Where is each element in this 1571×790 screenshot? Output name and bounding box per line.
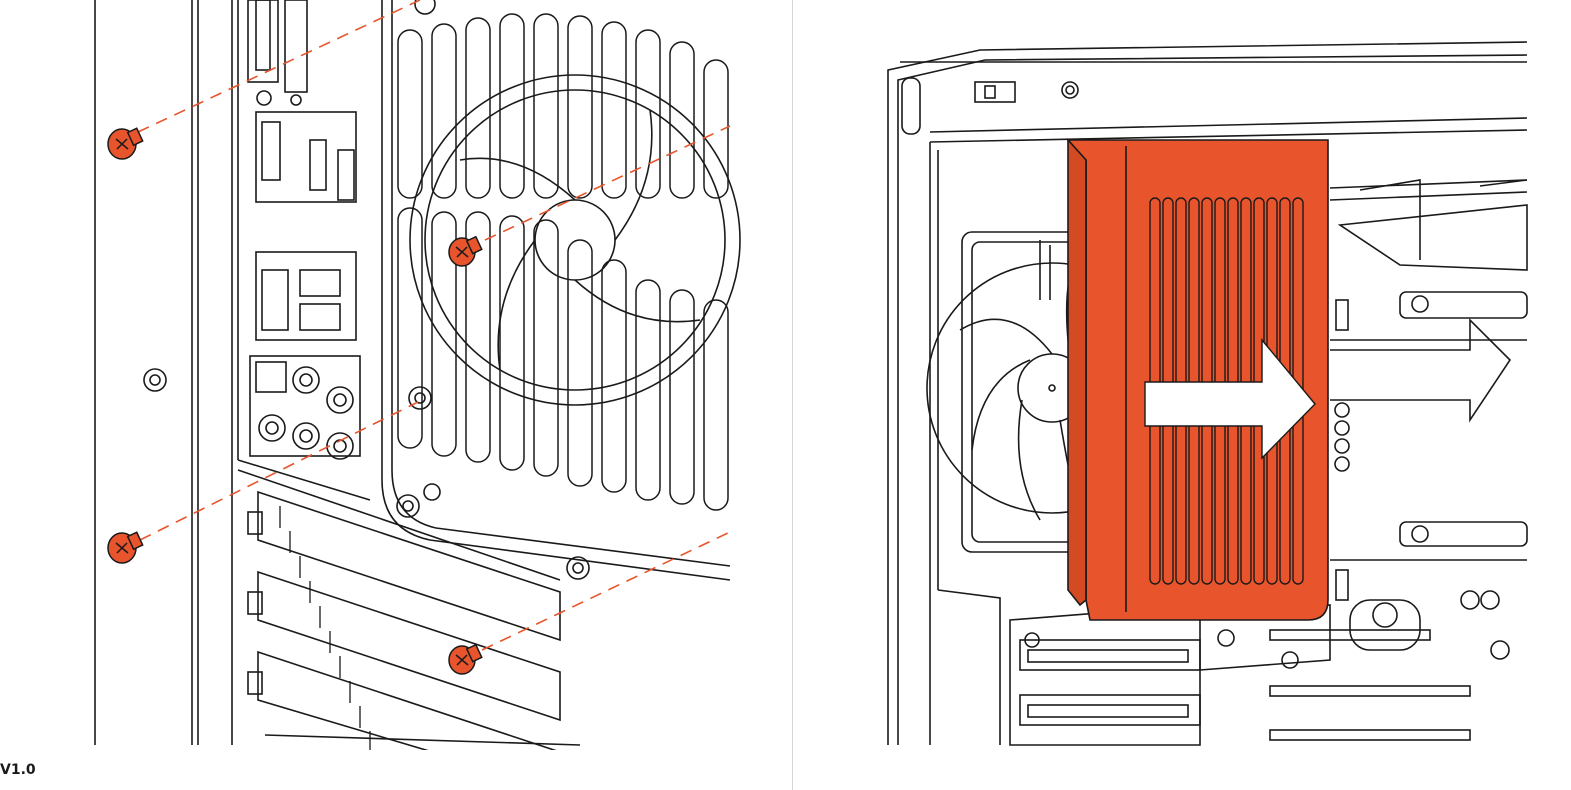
expansion-slot-covers — [1009, 604, 1201, 746]
screw-hole — [143, 368, 167, 392]
io-connector — [247, 0, 279, 83]
cover-vent-slots — [1149, 197, 1304, 585]
screw-paths — [137, 0, 731, 651]
step-1-illustration — [94, 0, 741, 750]
fan-icon — [961, 231, 1085, 553]
screw-hole-stack — [1334, 402, 1350, 472]
panel-divider — [792, 0, 793, 790]
fan-icon — [409, 74, 741, 406]
chassis-frame — [887, 41, 1528, 745]
arrow-right-icon — [1144, 338, 1316, 460]
expansion-slot-covers — [247, 490, 561, 750]
side-cover — [1066, 137, 1329, 621]
version-label: V1.0 — [0, 762, 36, 778]
fan-grille — [397, 13, 729, 511]
fan-plate — [381, 0, 731, 581]
usb-port-block — [255, 251, 357, 341]
screw-icon — [107, 127, 483, 675]
audio-port-block — [249, 355, 361, 457]
